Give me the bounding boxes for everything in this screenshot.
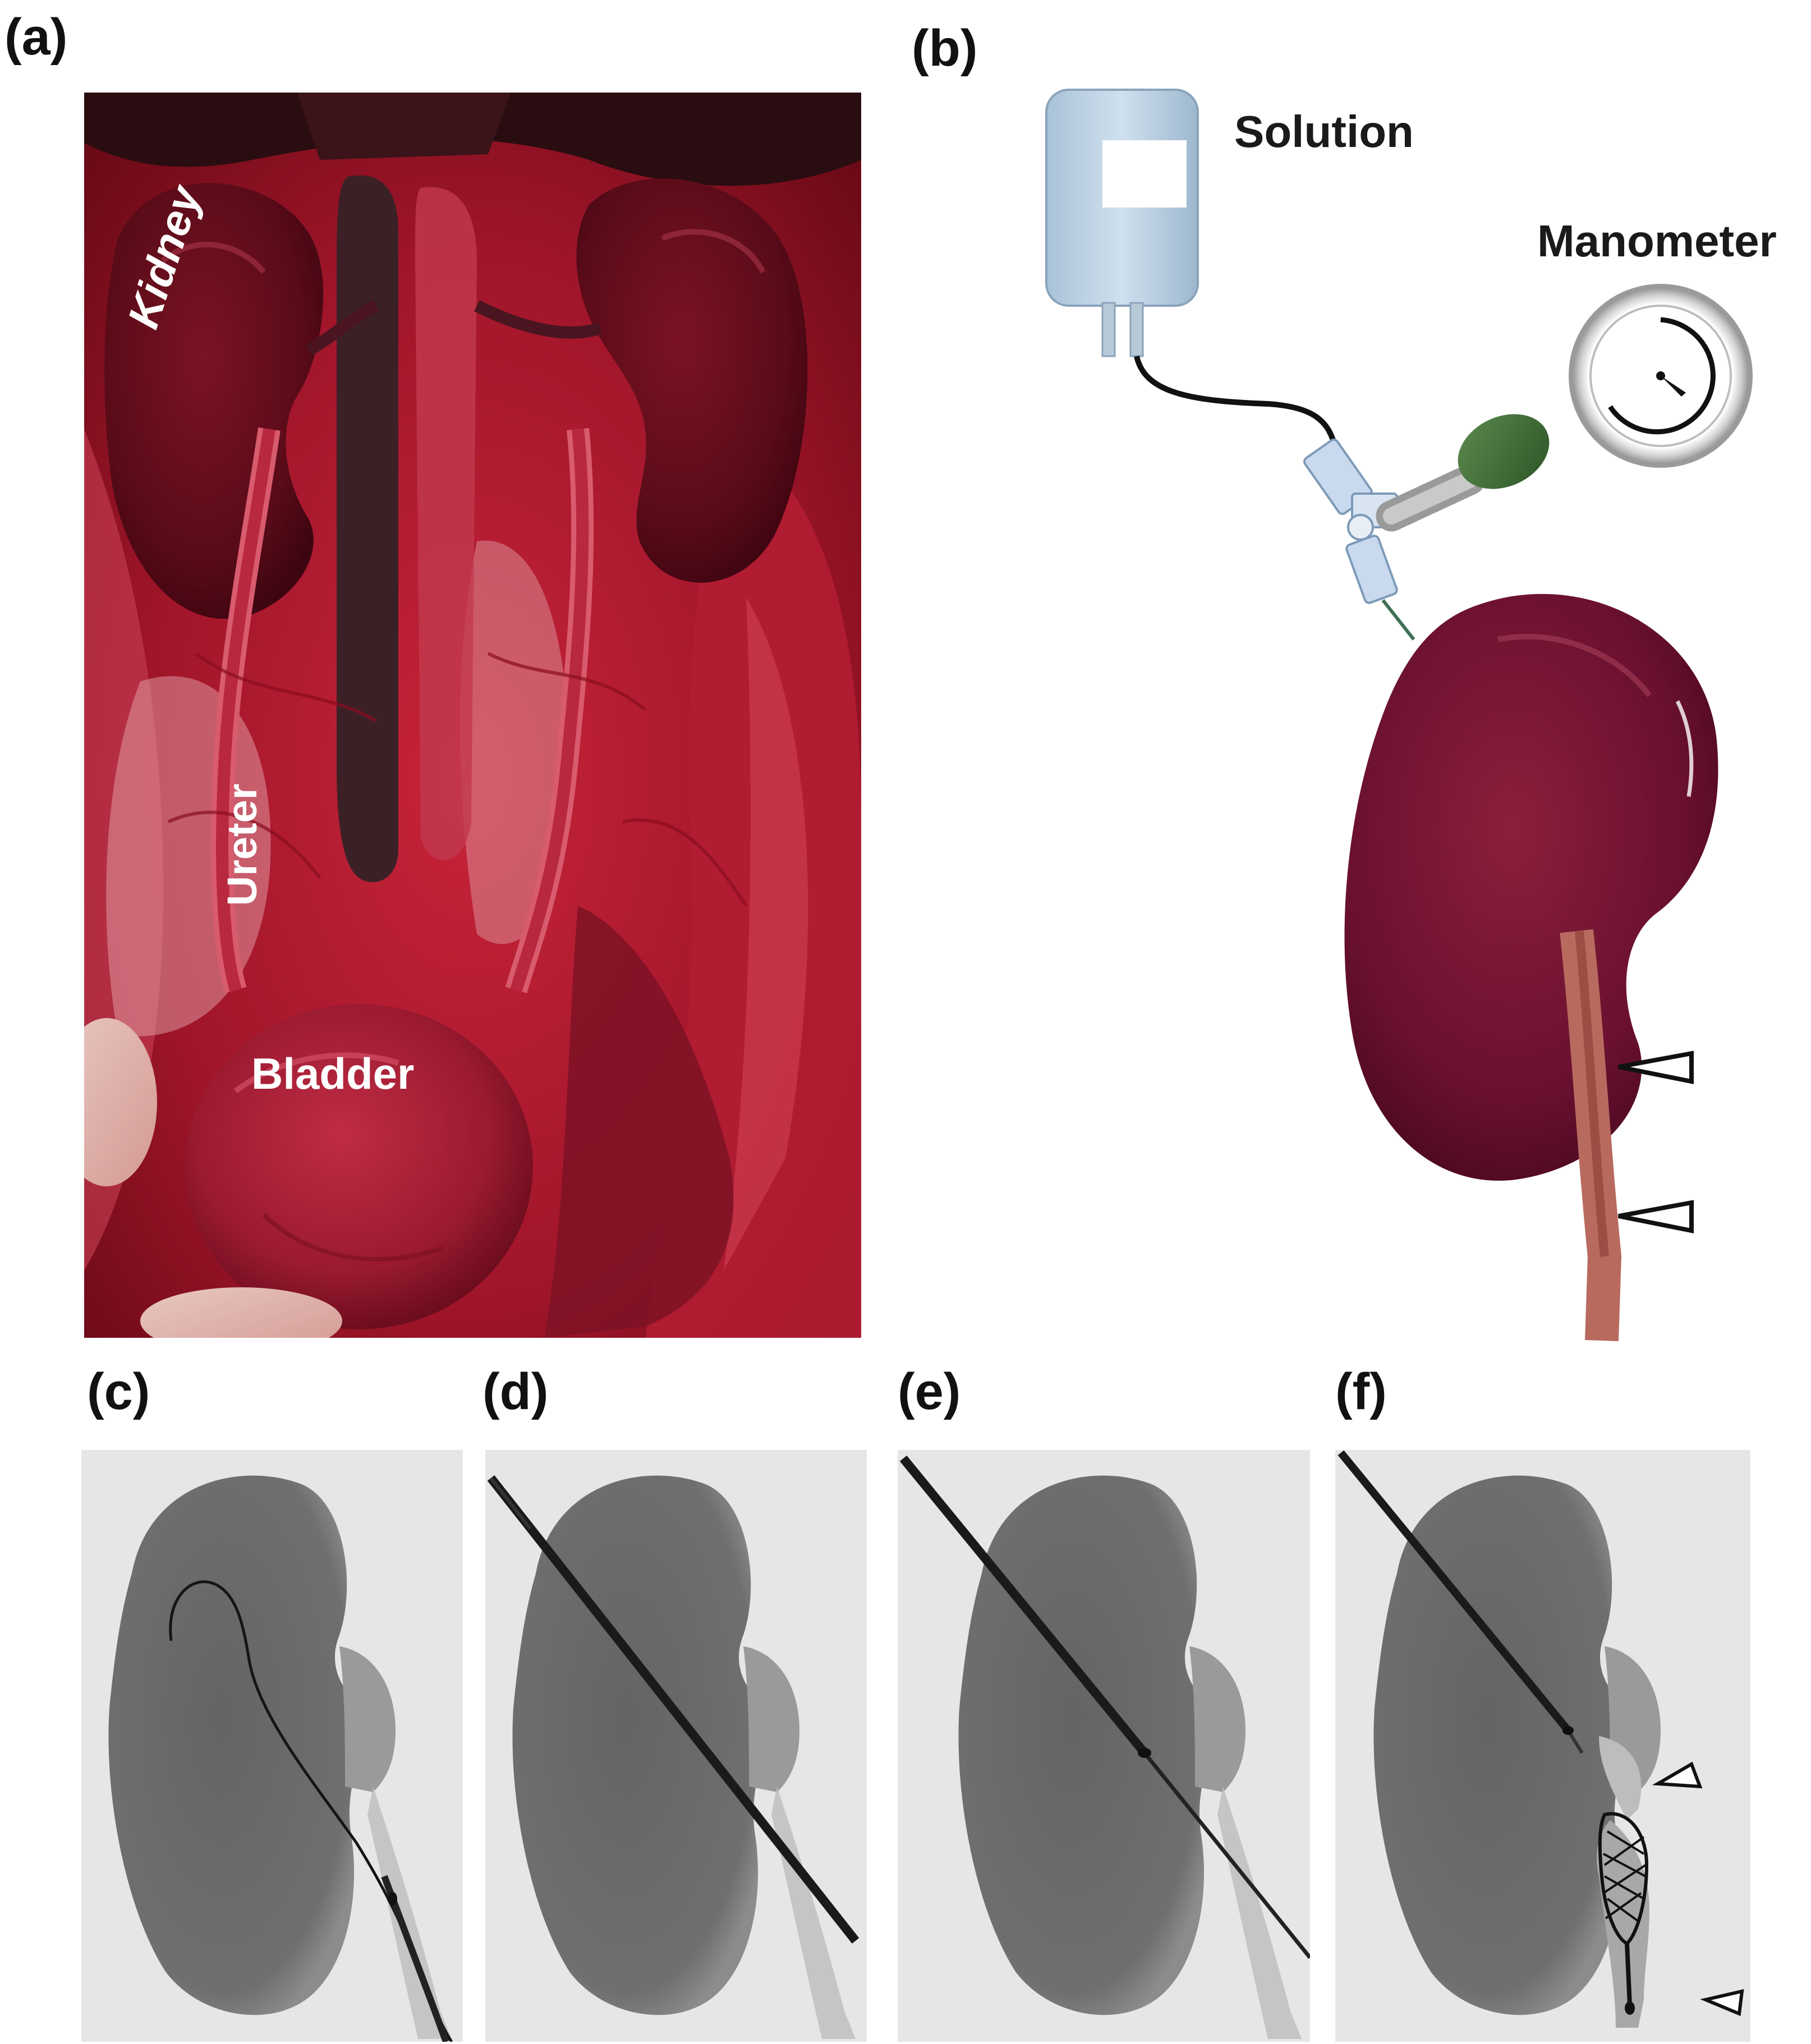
fluoroscopy-image-c [81,1450,463,2042]
arrowhead-icon [1618,1200,1694,1233]
panel-label-e: (e) [898,1363,961,1420]
panel-label-d: (d) [482,1363,549,1420]
fluoroscopy-image-f [1335,1450,1750,2042]
panel-label-b: (b) [912,20,978,77]
solution-label: Solution [1234,107,1414,156]
manometer-icon [1569,284,1753,468]
panel-label-f: (f) [1335,1363,1387,1420]
arrowhead-icon [1618,1051,1694,1084]
panel-label-a: (a) [4,8,68,66]
arrowhead-icon [1652,1761,1703,1789]
perfusion-setup-drawing [1045,89,1753,1341]
stent-basket [1598,1812,1649,2015]
arrowhead-icon [1700,1989,1744,2017]
dissection-photo [84,93,861,1338]
perfusion-setup-diagram [909,79,1807,1369]
stopcock-icon [1303,438,1398,604]
solution-bag-icon [1045,89,1199,357]
fluoroscopy-panel-e [898,1450,1310,2042]
fluoroscopy-panel-d [485,1450,867,2042]
panel-label-c: (c) [87,1363,150,1420]
dissection-photo-drawing [84,93,861,1338]
photo-label-bladder: Bladder [251,1049,415,1098]
photo-label-ureter: Ureter [219,784,265,906]
manometer-label: Manometer [1537,216,1777,266]
fluoroscopy-panel-f [1335,1450,1750,2042]
fluoroscopy-panel-c [81,1450,463,2042]
fluoroscopy-image-d [485,1450,867,2042]
fluoroscopy-image-e [898,1450,1310,2042]
